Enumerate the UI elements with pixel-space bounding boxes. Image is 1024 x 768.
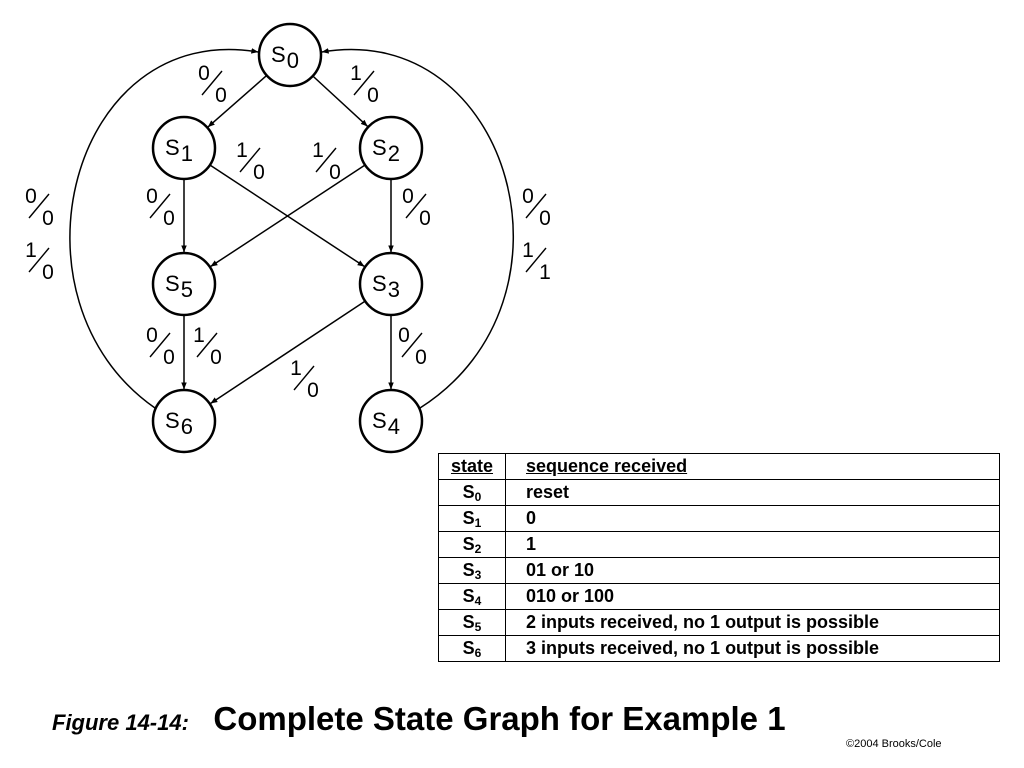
state-node-s4: S4 bbox=[358, 388, 424, 454]
figure-caption: Figure 14-14: Complete State Graph for E… bbox=[52, 700, 992, 738]
sequence-cell: 3 inputs received, no 1 output is possib… bbox=[505, 635, 1000, 662]
transition-input: 1 bbox=[312, 139, 324, 162]
transition-label-s5-s6: 00 bbox=[146, 324, 175, 369]
state-cell: S2 bbox=[438, 531, 506, 558]
transition-output: 0 bbox=[163, 346, 175, 369]
transition-label-s1-s5: 00 bbox=[146, 185, 175, 230]
transition-output: 0 bbox=[307, 379, 319, 402]
transition-s3-s6 bbox=[210, 300, 366, 404]
state-node-label: S2 bbox=[372, 135, 400, 166]
transition-input: 0 bbox=[25, 185, 37, 208]
transition-input: 1 bbox=[236, 139, 248, 162]
state-cell: S3 bbox=[438, 557, 506, 584]
sequence-cell: 2 inputs received, no 1 output is possib… bbox=[505, 609, 1000, 636]
transition-output: 0 bbox=[215, 84, 227, 107]
transition-output: 0 bbox=[42, 207, 54, 230]
transition-input: 0 bbox=[522, 185, 534, 208]
transition-output: 0 bbox=[415, 346, 427, 369]
state-node-s6: S6 bbox=[151, 388, 217, 454]
transition-s0-s1 bbox=[207, 74, 268, 128]
transition-output: 0 bbox=[210, 346, 222, 369]
state-cell: S4 bbox=[438, 583, 506, 610]
transition-input: 1 bbox=[290, 357, 302, 380]
copyright-notice: ©2004 Brooks/Cole bbox=[846, 738, 942, 750]
state-cell: S0 bbox=[438, 479, 506, 506]
transition-label-s5-s6: 10 bbox=[193, 324, 222, 369]
transition-s2-s5 bbox=[210, 164, 366, 268]
transition-label-s4-s0: 11 bbox=[522, 239, 551, 284]
state-node-label: S6 bbox=[165, 408, 193, 439]
transition-input: 0 bbox=[198, 62, 210, 85]
transition-s0-s2 bbox=[312, 75, 368, 127]
transition-label-s0-s2: 10 bbox=[350, 62, 379, 107]
state-node-label: S1 bbox=[165, 135, 193, 166]
transition-s4-s0 bbox=[321, 48, 514, 409]
caption-title: Complete State Graph for Example 1 bbox=[213, 700, 786, 737]
transition-output: 0 bbox=[253, 161, 265, 184]
sequence-cell: 1 bbox=[505, 531, 1000, 558]
transition-label-s6-s0: 00 bbox=[25, 185, 54, 230]
transition-input: 1 bbox=[193, 324, 205, 347]
transition-label-s2-s3: 00 bbox=[402, 185, 431, 230]
transition-input: 1 bbox=[350, 62, 362, 85]
transition-label-s6-s0: 10 bbox=[25, 239, 54, 284]
caption-label: Figure 14-14: bbox=[52, 710, 189, 735]
transition-input: 0 bbox=[402, 185, 414, 208]
transition-label-s3-s4: 00 bbox=[398, 324, 427, 369]
transition-label-s2-s5: 10 bbox=[312, 139, 341, 184]
column-header-state: state bbox=[438, 453, 506, 480]
state-node-s0: S0 bbox=[257, 22, 323, 88]
transition-input: 0 bbox=[146, 185, 158, 208]
transition-label-s1-s3: 10 bbox=[236, 139, 265, 184]
transition-output: 0 bbox=[163, 207, 175, 230]
transition-output: 1 bbox=[539, 261, 551, 284]
state-node-s5: S5 bbox=[151, 251, 217, 317]
state-node-label: S4 bbox=[372, 408, 400, 439]
transition-output: 0 bbox=[367, 84, 379, 107]
transition-output: 0 bbox=[42, 261, 54, 284]
sequence-cell: 01 or 10 bbox=[505, 557, 1000, 584]
sequence-cell: reset bbox=[505, 479, 1000, 506]
transition-output: 0 bbox=[329, 161, 341, 184]
state-cell: S5 bbox=[438, 609, 506, 636]
transition-input: 1 bbox=[25, 239, 37, 262]
transition-input: 1 bbox=[522, 239, 534, 262]
transition-output: 0 bbox=[419, 207, 431, 230]
transition-label-s4-s0: 00 bbox=[522, 185, 551, 230]
transition-s6-s0 bbox=[69, 48, 259, 409]
transition-label-s3-s6: 10 bbox=[290, 357, 319, 402]
state-node-s2: S2 bbox=[358, 115, 424, 181]
transition-input: 0 bbox=[146, 324, 158, 347]
state-node-label: S3 bbox=[372, 271, 400, 302]
column-header-sequence: sequence received bbox=[505, 453, 1000, 480]
state-cell: S6 bbox=[438, 635, 506, 662]
table-header-row: state sequence received bbox=[438, 453, 1000, 480]
state-node-s3: S3 bbox=[358, 251, 424, 317]
transition-output: 0 bbox=[539, 207, 551, 230]
sequence-cell: 010 or 100 bbox=[505, 583, 1000, 610]
transition-input: 0 bbox=[398, 324, 410, 347]
state-node-label: S0 bbox=[271, 42, 299, 73]
transition-label-s0-s1: 00 bbox=[198, 62, 227, 107]
state-cell: S1 bbox=[438, 505, 506, 532]
sequence-cell: 0 bbox=[505, 505, 1000, 532]
state-node-s1: S1 bbox=[151, 115, 217, 181]
state-node-label: S5 bbox=[165, 271, 193, 302]
